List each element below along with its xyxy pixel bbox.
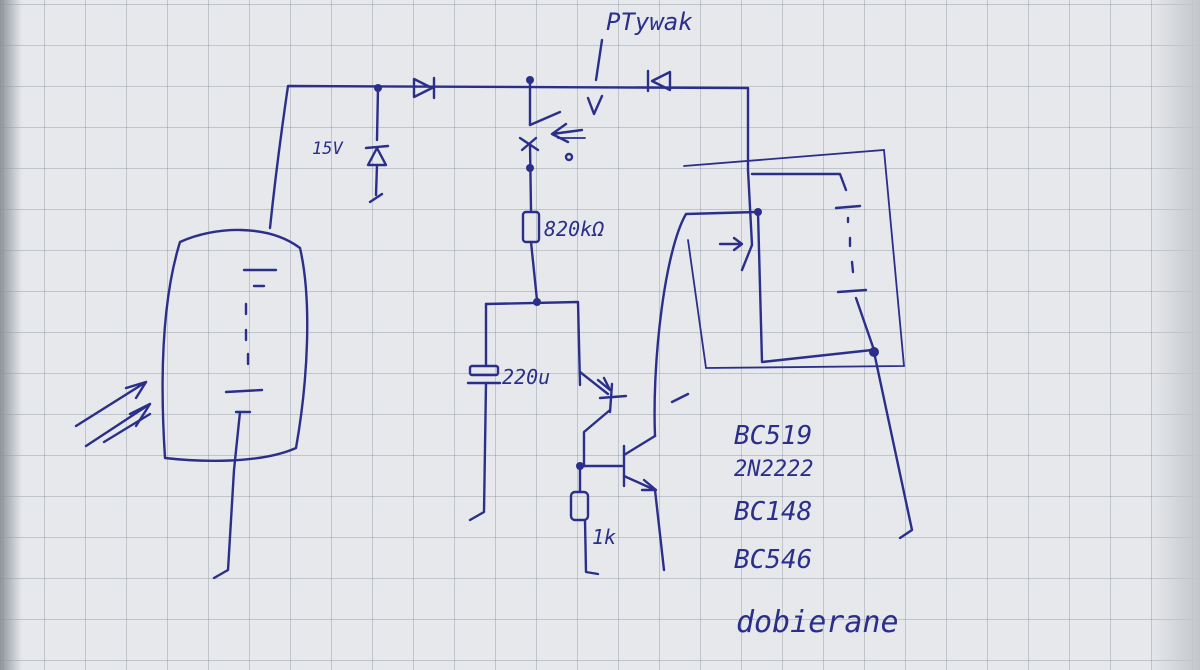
diode-right	[646, 69, 672, 93]
collector-wire	[653, 210, 758, 438]
transistor-option-3: BC148	[734, 497, 812, 527]
photo-switch	[518, 78, 586, 212]
capacitor-label: 220u	[502, 365, 550, 389]
float-switch-label: PTywak	[606, 8, 693, 36]
transistor-input	[578, 370, 628, 468]
transistor-output	[576, 434, 666, 572]
transistor-option-1: BC519	[734, 421, 812, 451]
light-arrows-icon	[74, 380, 152, 448]
page-edge-shade	[1150, 0, 1200, 670]
capacitor-220u	[466, 364, 502, 522]
resistor-820k-label: 820kΩ	[544, 217, 604, 241]
transistor-option-4: BC546	[734, 545, 812, 575]
float-switch-arrow	[586, 38, 604, 116]
resistor-820k	[521, 210, 541, 302]
zener-label: 15V	[312, 139, 343, 159]
selection-note: dobierane	[736, 605, 899, 640]
resistor-1k	[569, 464, 600, 576]
page-edge-shadow	[0, 0, 22, 670]
zener-diode	[364, 86, 390, 204]
mid-node	[484, 298, 582, 387]
relay-box	[683, 149, 914, 540]
solar-panel	[161, 228, 309, 580]
resistor-1k-label: 1k	[592, 525, 616, 549]
transistor-option-2: 2N2222	[734, 457, 813, 482]
diode-left	[412, 76, 436, 100]
